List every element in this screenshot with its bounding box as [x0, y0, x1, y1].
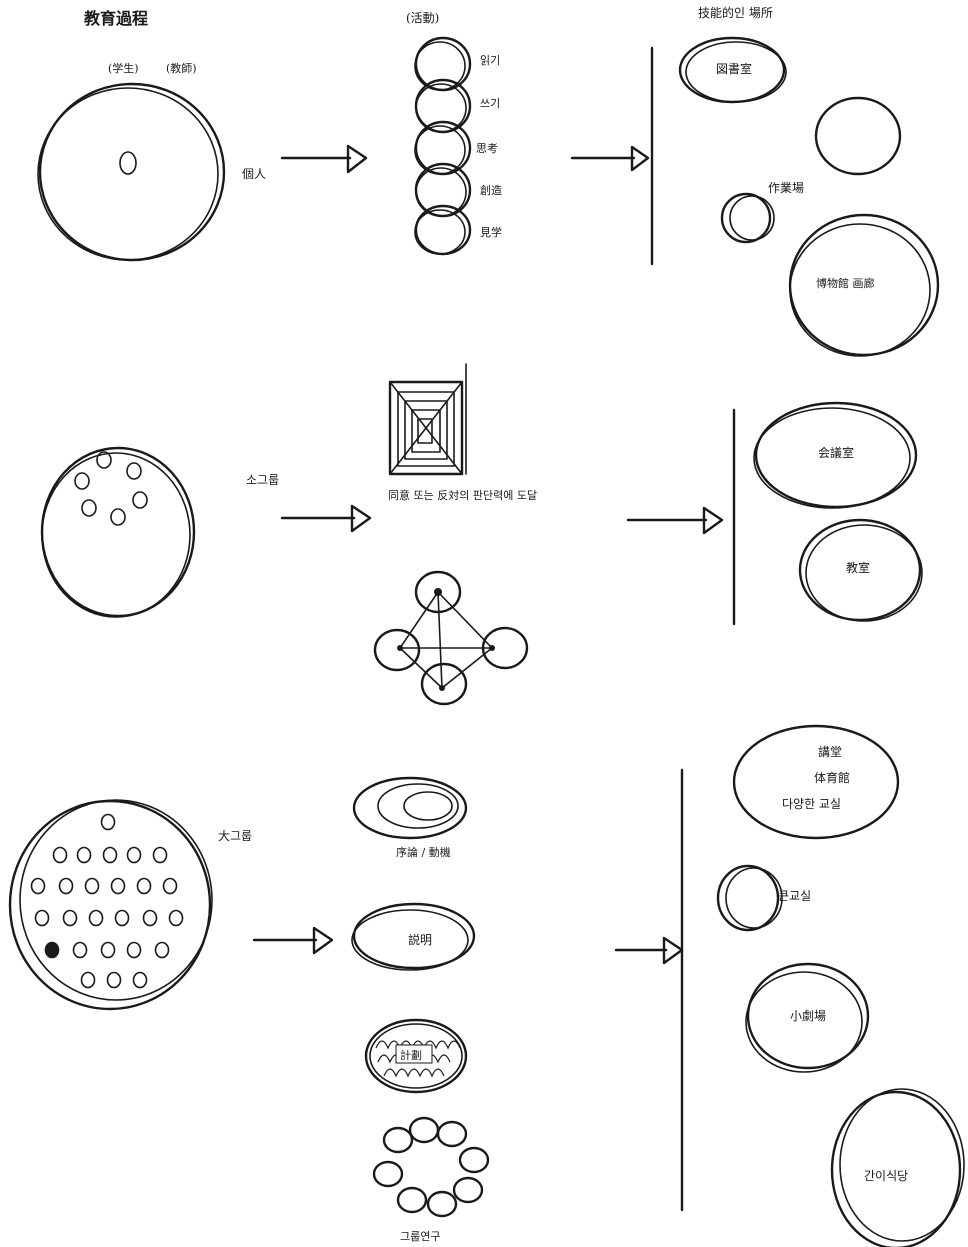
place-conference-room	[753, 401, 918, 509]
explanation-drawing	[351, 902, 476, 971]
place-auditorium	[732, 724, 900, 840]
student-dot	[52, 846, 68, 864]
activity-header: (活動)	[406, 11, 439, 25]
activity-explanation: 説明	[408, 932, 432, 947]
small-group-circle	[40, 446, 196, 618]
student-label: (学生)	[108, 61, 139, 75]
student-dot	[44, 941, 60, 959]
student-dot	[168, 909, 184, 927]
planning-drawing	[364, 1018, 468, 1094]
arrow-row2-a	[280, 504, 372, 533]
place-workshop-label: 作業場	[768, 181, 804, 195]
activity-introduction: 序論 / 動機	[396, 845, 451, 859]
place-museum-gallery-label: 博物館 画廊	[816, 276, 875, 290]
student-dot	[152, 846, 168, 864]
places-header: 技能的인 場所	[698, 5, 773, 20]
place-classroom	[798, 518, 923, 622]
arrow-row3-b	[614, 936, 684, 965]
student-dot	[154, 941, 170, 959]
student-dot	[100, 813, 116, 831]
activity-planning: 計劃	[400, 1048, 422, 1062]
student-dot	[106, 971, 122, 989]
place-classroom-label: 教室	[846, 560, 870, 575]
group-study-label: 그룹연구	[400, 1230, 440, 1243]
large-group-dots	[30, 813, 184, 989]
individual-label: 個人	[242, 167, 266, 181]
activity-chain	[414, 36, 472, 256]
place-library-label: 図書室	[716, 61, 752, 76]
nested-squares-drawing	[388, 363, 467, 476]
student-dot	[126, 941, 142, 959]
introduction-drawing	[352, 776, 468, 840]
place-library	[678, 36, 787, 104]
student-dot	[162, 877, 178, 895]
place-various-classrooms-label: 다양한 교실	[782, 797, 841, 811]
row2-caption: 同意 또는 反対의 판단력에 도달	[388, 488, 537, 502]
individual-circle	[37, 82, 226, 262]
place-cafeteria	[830, 1088, 965, 1247]
student-dot	[76, 846, 92, 864]
place-small-theater-label: 小劇場	[790, 1009, 826, 1023]
group-study-ring	[372, 1116, 490, 1218]
place-small-theater	[745, 962, 870, 1073]
student-dot	[132, 971, 148, 989]
activity-writing: 쓰기	[480, 97, 500, 110]
arrow-row1-b	[570, 145, 650, 172]
student-dot	[34, 909, 50, 927]
large-group-circle	[8, 799, 213, 1011]
activity-field-trip: 見学	[480, 225, 502, 239]
student-dot	[88, 909, 104, 927]
student-dot	[114, 909, 130, 927]
connected-group-drawing	[373, 570, 529, 706]
student-dot	[126, 846, 142, 864]
place-gymnasium-label: 体育館	[814, 770, 850, 785]
arrow-row2-b	[626, 506, 724, 535]
place-conference-room-label: 会議室	[818, 445, 854, 460]
student-dot	[80, 971, 96, 989]
student-dot	[58, 877, 74, 895]
teacher-label: (教師)	[166, 62, 197, 75]
place-auditorium-label: 講堂	[818, 744, 842, 759]
place-large-classroom-label: 큰교실	[778, 889, 811, 903]
arrow-row3-a	[252, 926, 334, 955]
place-workshop	[720, 192, 775, 244]
student-dot	[136, 877, 152, 895]
activity-creating: 創造	[480, 183, 502, 197]
student-dot	[62, 909, 78, 927]
student-dot	[30, 877, 46, 895]
student-dot	[102, 846, 118, 864]
place-unlabeled-circle	[814, 96, 902, 176]
student-dot	[100, 941, 116, 959]
place-large-classroom	[716, 864, 783, 932]
place-cafeteria-label: 간이식당	[864, 1169, 908, 1183]
activity-reading: 읽기	[480, 54, 500, 67]
place-museum-gallery	[788, 213, 940, 357]
large-group-label: 大그룹	[218, 829, 252, 843]
arrow-row1-a	[280, 144, 368, 174]
student-dot	[72, 941, 88, 959]
small-group-label: 소그룹	[246, 473, 279, 487]
diagram-title: 教育過程	[84, 9, 148, 28]
student-dot	[142, 909, 158, 927]
activity-thinking: 思考	[476, 142, 498, 155]
student-dot	[84, 877, 100, 895]
student-dot	[110, 877, 126, 895]
